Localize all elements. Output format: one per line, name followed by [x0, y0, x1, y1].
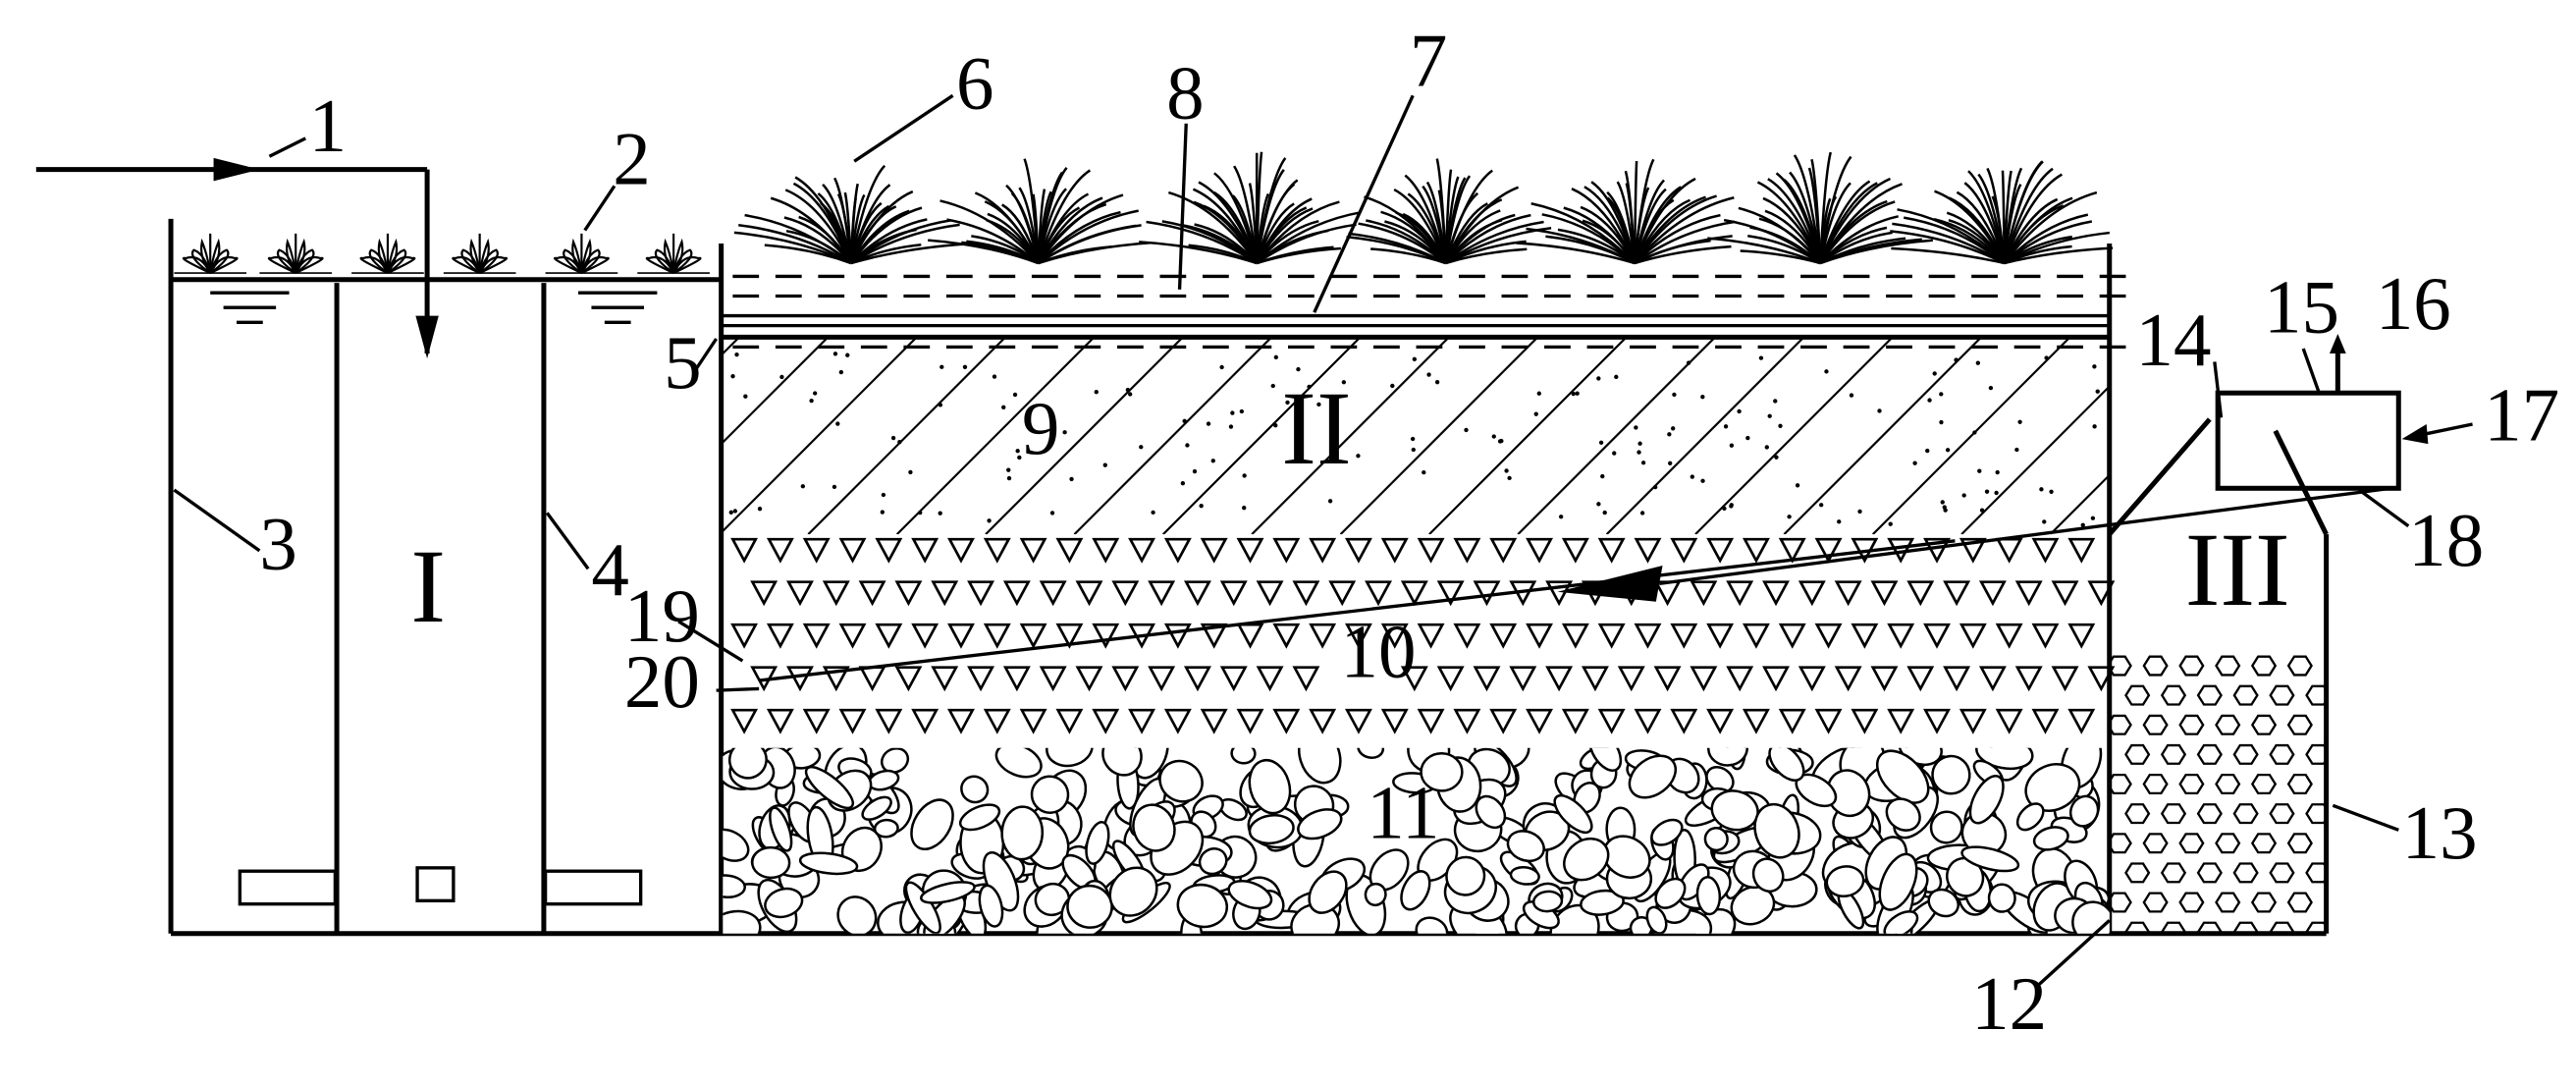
- label-2: 2: [613, 117, 650, 201]
- zone-label-2: II: [1281, 371, 1351, 487]
- label-1: 1: [309, 83, 347, 168]
- water-level-mark: [210, 291, 290, 324]
- label-3: 3: [259, 501, 296, 585]
- floating-plant-icon: [351, 233, 424, 275]
- reed-plant-icon: [1139, 151, 1362, 265]
- leader-lines: [173, 93, 2410, 988]
- label-10: 10: [1341, 610, 1417, 694]
- label-8: 8: [1166, 51, 1204, 136]
- part-labels: 1 2 3 4 5 6 7 8 9 10 11 12 13 14 15 16 1…: [259, 18, 2559, 1046]
- reed-plant-icon: [733, 164, 970, 265]
- bottom-opening: [543, 869, 643, 906]
- label-19: 19: [624, 573, 700, 658]
- label-7: 7: [1410, 18, 1447, 102]
- floating-plant-icon: [637, 233, 710, 275]
- aeration-box: [2215, 333, 2473, 491]
- wetland-bed: [723, 151, 2126, 934]
- substrate-layer: [730, 537, 2116, 734]
- inflow-pipe: [35, 157, 439, 359]
- zone-label-1: I: [410, 529, 446, 645]
- label-4: 4: [591, 527, 628, 612]
- floating-plant-icon: [174, 233, 247, 275]
- label-15: 15: [2264, 264, 2339, 349]
- bottom-opening: [415, 866, 456, 903]
- label-6: 6: [956, 41, 993, 126]
- bottom-opening: [238, 869, 338, 906]
- floating-plant-icon: [259, 233, 333, 275]
- emergent-plants: [733, 151, 2114, 265]
- label-12: 12: [1971, 961, 2047, 1046]
- reed-plant-icon: [1516, 158, 1736, 265]
- label-11: 11: [1367, 771, 1439, 855]
- outlet-tank: [2107, 417, 2330, 934]
- reed-plant-icon: [928, 158, 1152, 265]
- label-16: 16: [2376, 261, 2451, 346]
- label-14: 14: [2136, 298, 2212, 382]
- zone-labels: I II III: [410, 371, 2289, 645]
- reed-plant-icon: [1890, 160, 2114, 265]
- label-5: 5: [664, 320, 701, 405]
- zone-label-3: III: [2185, 513, 2290, 628]
- water-level-mark: [578, 291, 658, 324]
- label-13: 13: [2402, 790, 2478, 875]
- label-20: 20: [624, 639, 700, 724]
- floating-plant-icon: [443, 233, 516, 275]
- pretreatment-tank: [168, 218, 2327, 937]
- label-17: 17: [2484, 373, 2559, 458]
- gravel-layer: [723, 747, 2110, 934]
- floating-plants: [174, 233, 710, 275]
- soil-layer: [723, 337, 2110, 535]
- reed-plant-icon: [1707, 151, 1933, 265]
- filter-media: [2109, 655, 2327, 934]
- label-9: 9: [1022, 386, 1059, 470]
- floating-plant-icon: [545, 233, 618, 275]
- label-18: 18: [2408, 498, 2484, 582]
- aeration-pipe: [758, 486, 2391, 682]
